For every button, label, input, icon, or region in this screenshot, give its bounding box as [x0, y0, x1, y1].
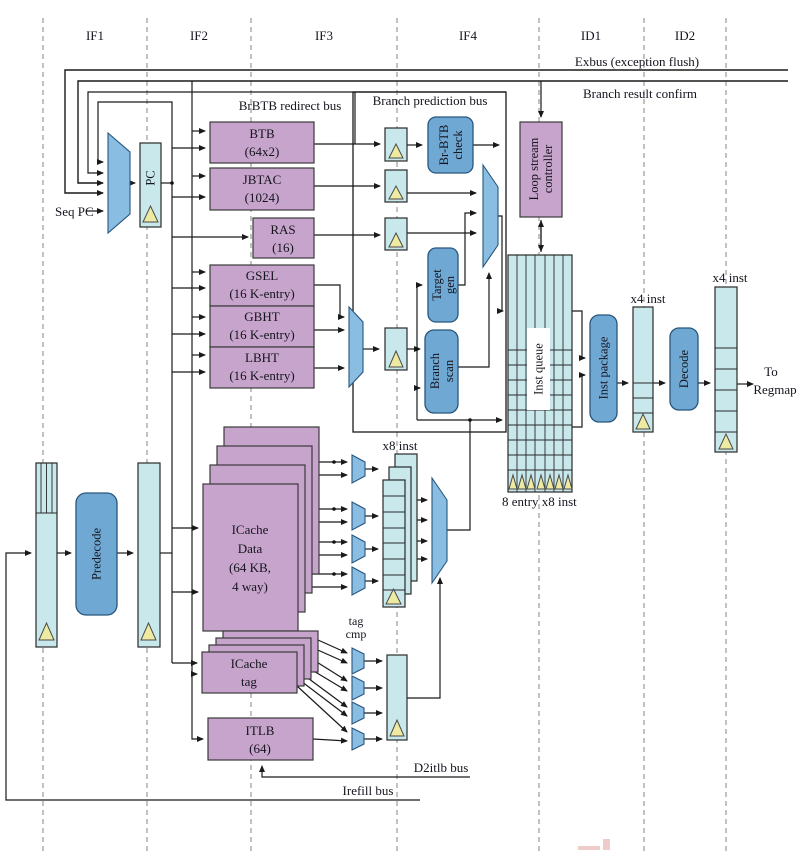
jbtac-block: JBTAC (1024) — [209, 167, 315, 211]
inst-package-label: Inst package — [597, 336, 611, 399]
branch-scan-block: Branch scan — [424, 329, 459, 414]
ras-label: RAS — [270, 222, 295, 237]
loop-stream-label-1: Loop stream — [527, 137, 541, 200]
x4-inst-label-2: x4 inst — [712, 270, 747, 285]
target-gen-block: Target gen — [427, 247, 459, 323]
jbtac-size-label: (1024) — [245, 190, 280, 205]
bht-select-mux — [348, 305, 364, 389]
itlb-size-label: (64) — [249, 741, 271, 756]
to-regmap-label-2: Regmap — [753, 382, 796, 397]
branch-scan-label-1: Branch — [428, 352, 442, 389]
if4-target-mux — [482, 163, 499, 269]
jbtac-label: JBTAC — [243, 172, 282, 187]
inst-queue-block: Inst queue — [507, 254, 573, 493]
tag-compare-muxes — [351, 647, 365, 751]
x8-register-stack — [382, 453, 418, 608]
inst-queue-label: Inst queue — [532, 343, 546, 395]
target-gen-label-2: gen — [443, 275, 457, 294]
pc-register: PC — [139, 142, 162, 228]
stage-label-if4: IF4 — [459, 28, 478, 43]
branch-result-confirm-label: Branch result confirm — [583, 86, 697, 101]
irefill-bus-label: Irefill bus — [343, 783, 394, 798]
stage-label-if2: IF2 — [190, 28, 208, 43]
lbht-size-label: (16 K-entry) — [229, 368, 294, 383]
branch-scan-label-2: scan — [442, 359, 456, 382]
bht-stage-register — [384, 327, 408, 371]
ras-block: RAS (16) — [252, 217, 315, 259]
stage-labels: IF1 IF2 IF3 IF4 ID1 ID2 — [86, 28, 695, 43]
d2itlb-bus-label: D2itlb bus — [414, 760, 469, 775]
loop-stream-label-2: controller — [541, 144, 555, 193]
loop-stream-controller-block: Loop stream controller — [519, 121, 563, 218]
inst-queue-label-plate — [527, 328, 550, 410]
tag-cmp-label-2: cmp — [346, 627, 367, 641]
target-gen-label-1: Target — [430, 269, 444, 301]
x4-inst-label-1: x4 inst — [630, 291, 665, 306]
if2-register — [137, 462, 161, 648]
gsel-gbht-lbht-block: GSEL (16 K-entry) GBHT (16 K-entry) LBHT… — [209, 264, 315, 389]
stage-label-if3: IF3 — [315, 28, 333, 43]
pc-mux — [107, 131, 131, 235]
watermark — [578, 839, 610, 850]
ras-stage-register — [384, 217, 408, 251]
branch-prediction-bus-label: Branch prediction bus — [373, 93, 488, 108]
decode-block: Decode — [669, 327, 699, 411]
icache-tag-label-2: tag — [241, 674, 257, 689]
pc-register-label: PC — [144, 170, 158, 185]
wiring — [5, 81, 754, 801]
exbus-label: Exbus (exception flush) — [575, 54, 699, 69]
btb-stage-register — [384, 127, 408, 162]
icache-data-label-4: 4 way) — [232, 579, 268, 594]
x8-inst-label: x8 inst — [382, 438, 417, 453]
gbht-size-label: (16 K-entry) — [229, 327, 294, 342]
to-regmap-label-1: To — [764, 364, 778, 379]
brbtb-redirect-bus-label: BrBTB redirect bus — [239, 98, 342, 113]
way-select-muxes — [351, 454, 366, 596]
jbtac-stage-register — [384, 169, 408, 203]
decode-label: Decode — [677, 349, 691, 388]
gbht-label: GBHT — [244, 309, 279, 324]
icache-tag-block: ICache tag — [201, 630, 319, 694]
seq-pc-label: Seq PC — [55, 204, 94, 219]
ras-size-label: (16) — [272, 240, 294, 255]
icache-data-block: ICache Data (64 KB, 4 way) — [202, 426, 320, 632]
predecode-block: Predecode — [75, 492, 118, 616]
gsel-label: GSEL — [246, 268, 279, 283]
btb-block: BTB (64x2) — [209, 121, 315, 164]
btb-size-label: (64x2) — [245, 144, 280, 159]
icache-tag-label-1: ICache — [231, 656, 268, 671]
brbtb-check-label-1: Br-BTB — [437, 125, 451, 166]
queue-caption: 8 entry x8 inst — [502, 494, 577, 509]
brbtb-check-block: Br-BTB check — [427, 116, 474, 174]
inst-package-block: Inst package — [589, 314, 618, 423]
btb-label: BTB — [249, 126, 275, 141]
icache-output-mux — [431, 476, 448, 585]
lbht-label: LBHT — [245, 350, 279, 365]
gsel-size-label: (16 K-entry) — [229, 286, 294, 301]
brbtb-check-label-2: check — [451, 130, 465, 160]
x4-register-2 — [714, 286, 738, 453]
stage-label-if1: IF1 — [86, 28, 104, 43]
branch-prediction-bus-box — [352, 91, 507, 433]
inst-queue-clock-triangles — [508, 473, 573, 490]
icache-data-label-2: Data — [238, 541, 263, 556]
fetch-buffer-register — [35, 462, 58, 648]
stage-label-id2: ID2 — [675, 28, 695, 43]
itlb-block: ITLB (64) — [207, 717, 314, 761]
itlb-label: ITLB — [246, 723, 275, 738]
icache-data-label-1: ICache — [232, 522, 269, 537]
predecode-label: Predecode — [90, 528, 104, 581]
top-buses: Exbus (exception flush) Branch result co… — [64, 54, 788, 742]
stage-label-id1: ID1 — [581, 28, 601, 43]
tag-cmp-label-1: tag — [349, 614, 364, 628]
x4-register-1 — [632, 306, 654, 433]
tag-compare-register — [386, 654, 408, 741]
icache-data-label-3: (64 KB, — [229, 560, 271, 575]
